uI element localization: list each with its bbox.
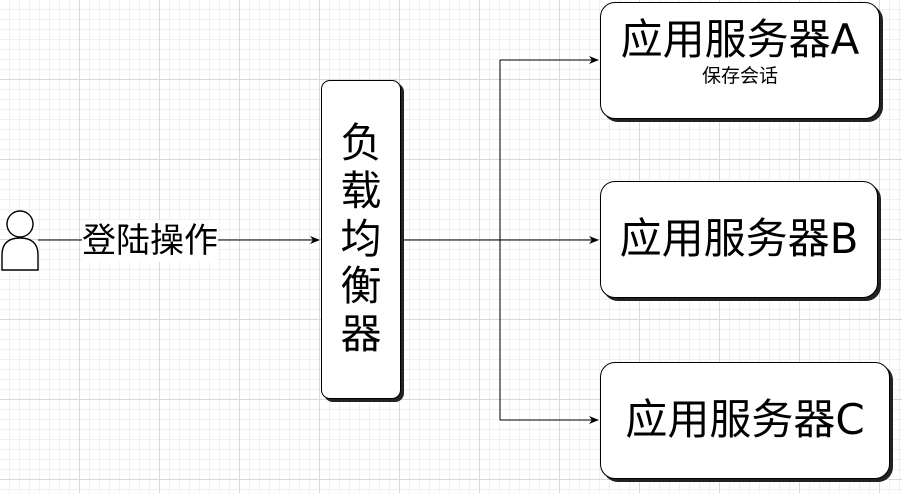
user-actor-icon — [1, 210, 39, 271]
app-server-a-node[interactable]: 应用服务器A 保存会话 — [600, 2, 880, 119]
login-action-label: 登陆操作 — [82, 220, 218, 262]
app-server-c-title: 应用服务器C — [625, 395, 865, 445]
load-balancer-label: 负载均衡器 — [340, 118, 382, 359]
app-server-a-title: 应用服务器A — [620, 15, 860, 64]
app-server-b-title: 应用服务器B — [619, 214, 859, 264]
app-server-a-subtitle: 保存会话 — [701, 65, 778, 88]
app-server-b-node[interactable]: 应用服务器B — [600, 181, 878, 298]
load-balancer-node[interactable]: 负载均衡器 — [321, 80, 401, 399]
app-server-c-node[interactable]: 应用服务器C — [600, 362, 890, 479]
